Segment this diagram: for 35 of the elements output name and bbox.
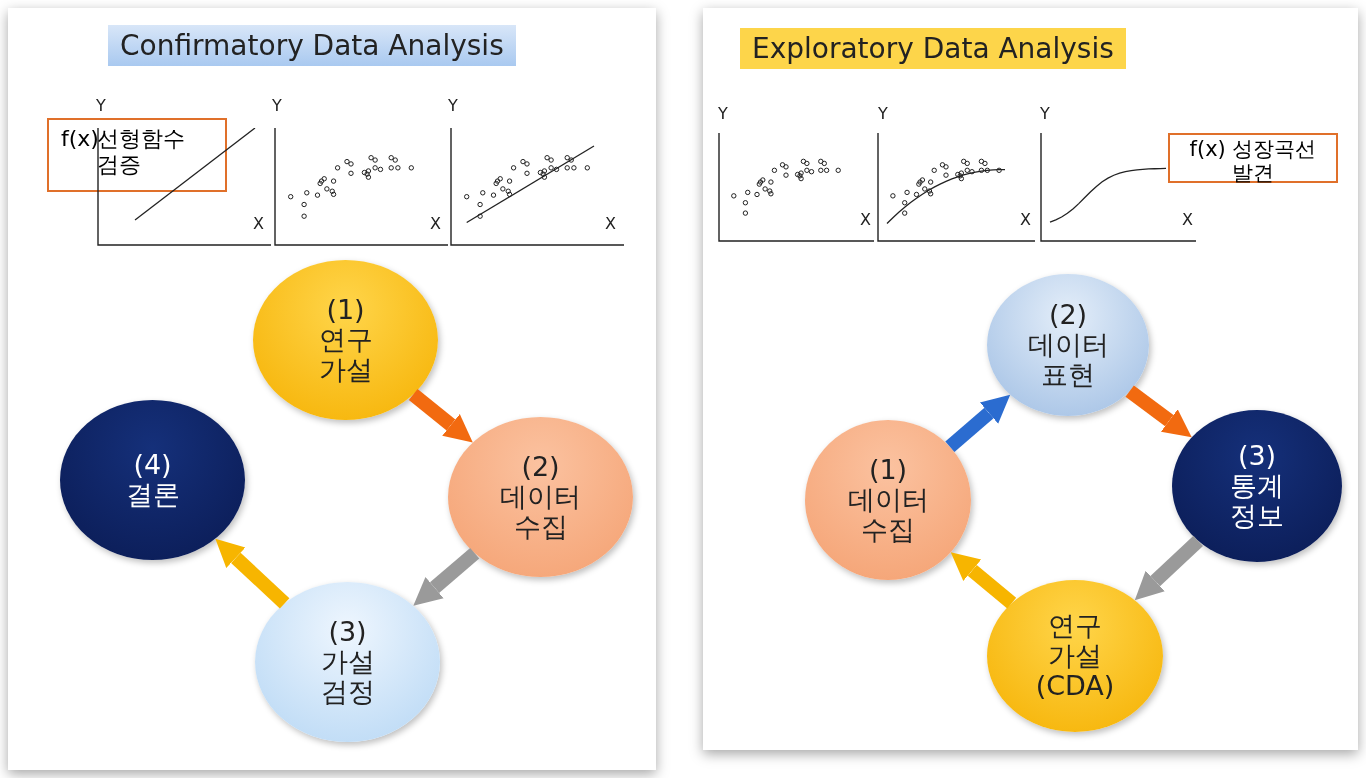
panel xyxy=(703,8,1358,750)
axis-label: Y xyxy=(272,96,282,115)
node-text: 연구 가설 (CDA) xyxy=(1034,610,1116,702)
panel xyxy=(8,8,656,770)
block-arrow xyxy=(413,547,480,606)
panel-title: Exploratory Data Analysis xyxy=(740,28,1126,69)
axis-label: Y xyxy=(1040,104,1050,123)
axis-label: X xyxy=(1020,210,1031,229)
function-label: f(x) 성장곡선 발견 xyxy=(1188,136,1318,181)
callout-box xyxy=(1168,133,1338,183)
node-text: (2) 데이터 표현 xyxy=(1026,299,1110,391)
panel-title: Confirmatory Data Analysis xyxy=(108,25,516,66)
axis-label: X xyxy=(1182,210,1193,229)
callout-box xyxy=(47,118,227,192)
block-arrow xyxy=(215,538,290,609)
axis-label: X xyxy=(253,214,264,233)
node-text: (3) 통계 정보 xyxy=(1229,440,1285,532)
function-label: f(x) xyxy=(61,126,97,153)
axis-label: Y xyxy=(448,96,458,115)
node-text: (3) 가설 검정 xyxy=(319,616,376,708)
block-arrow xyxy=(945,394,1011,452)
node-text: (1) 연구 가설 xyxy=(317,294,374,386)
block-arrow xyxy=(408,389,473,443)
block-arrow xyxy=(1125,385,1192,438)
axis-label: X xyxy=(860,210,871,229)
node-text: (2) 데이터 수집 xyxy=(499,451,582,543)
axis-label: X xyxy=(430,214,441,233)
axis-label: Y xyxy=(878,104,888,123)
axis-label: Y xyxy=(96,96,106,115)
block-arrow xyxy=(950,552,1017,609)
node-text: (4) 결론 xyxy=(124,449,181,511)
block-arrow xyxy=(1134,535,1203,601)
axis-label: X xyxy=(605,214,616,233)
node-text: (1) 데이터 수집 xyxy=(846,454,930,546)
axis-label: Y xyxy=(718,104,728,123)
